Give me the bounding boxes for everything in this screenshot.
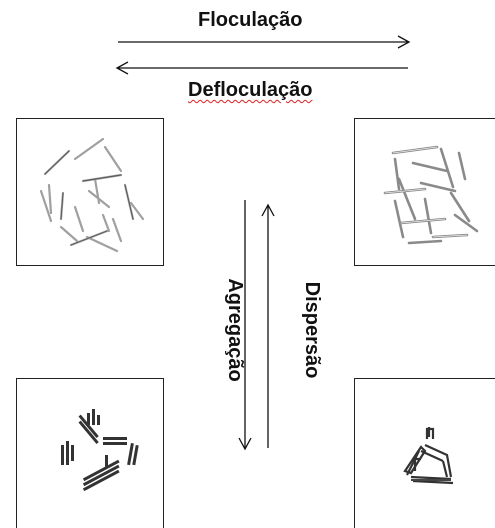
dispersed-particles-illustration (39, 137, 145, 253)
defloculacao-arrow (115, 61, 408, 75)
defloculacao-label: Defloculação (188, 79, 313, 101)
agregacao-label: Agregação (224, 278, 246, 382)
floculacao-arrow (118, 35, 411, 49)
dispersed-flocculated-panel (354, 118, 495, 266)
dispersed-deflocculated-panel (16, 118, 164, 266)
dispersao-arrow (261, 203, 275, 448)
aggregated-flocculated-panel (354, 378, 495, 528)
aggregated-particles-illustration (61, 409, 139, 492)
dispersao-label: Dispersão (301, 281, 323, 379)
aggregated-flocculated-illustration (403, 427, 454, 485)
aggregated-deflocculated-panel (16, 378, 164, 528)
agregacao-arrow (238, 200, 252, 451)
floculacao-label: Floculação (198, 9, 303, 31)
flocculated-particles-illustration (383, 145, 479, 245)
